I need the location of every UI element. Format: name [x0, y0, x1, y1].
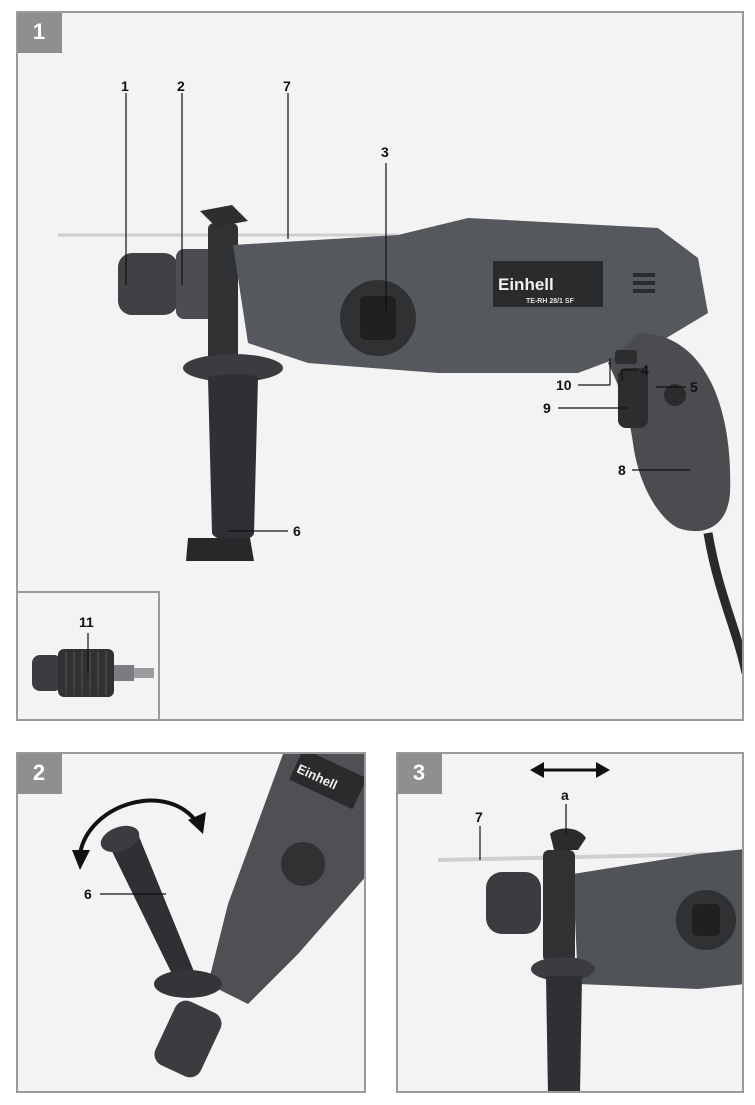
depth-stop-adjustment-illustration: [437, 762, 742, 1091]
callout-label-11: 11: [79, 614, 94, 630]
callout-label-6-fig2: 6: [84, 886, 92, 902]
callout-label-6: 6: [293, 523, 301, 539]
aux-handle-rotation-illustration: Einhell: [72, 754, 364, 1078]
callout-leader-lines: [125, 93, 690, 532]
callout-label-a: a: [561, 787, 569, 803]
callout-label-3: 3: [381, 144, 389, 160]
brand-logo-text: Einhell: [498, 275, 554, 294]
callout-label-10: 10: [556, 377, 572, 393]
keyless-chuck-illustration: [32, 633, 154, 697]
figure-1-panel: 1 Einhell TE-RH 28/1 SF: [16, 11, 744, 721]
figure-2-panel: 2 Einhell 6: [16, 752, 366, 1093]
callout-label-4: 4: [641, 362, 649, 378]
inset-keyless-chuck: 11: [18, 591, 160, 719]
callout-label-1: 1: [121, 78, 129, 94]
figure-3-panel: 3 a 7: [396, 752, 744, 1093]
figure-2-number: 2: [18, 754, 62, 794]
callout-label-2: 2: [177, 78, 185, 94]
callout-label-7: 7: [283, 78, 291, 94]
callout-label-8: 8: [618, 462, 626, 478]
hammer-drill-illustration: Einhell TE-RH 28/1 SF: [58, 205, 742, 674]
model-text: TE-RH 28/1 SF: [526, 298, 575, 305]
callout-label-7-fig3: 7: [475, 809, 483, 825]
callout-label-9: 9: [543, 400, 551, 416]
figure-3-number: 3: [398, 754, 442, 794]
callout-label-5: 5: [690, 379, 698, 395]
figure-1-number: 1: [18, 13, 62, 53]
